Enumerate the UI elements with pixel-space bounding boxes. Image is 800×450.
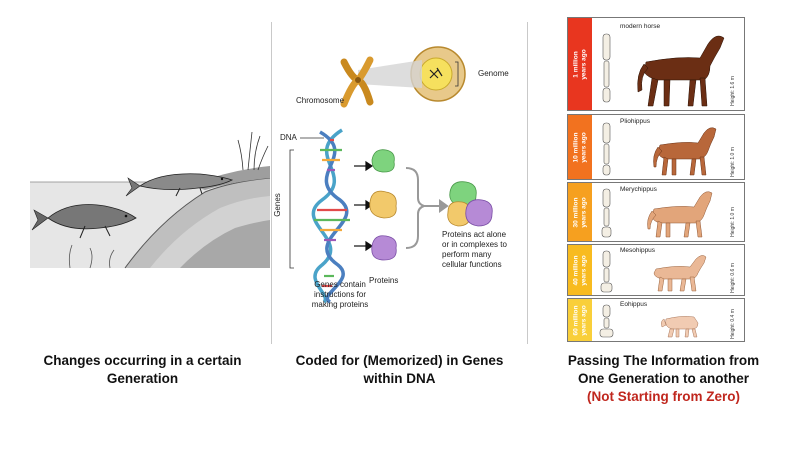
height-line-1: Height:: [730, 323, 737, 339]
leg-bone-icon: [600, 250, 613, 293]
species-label: Mesohippus: [620, 247, 656, 254]
protein-group-bracket: [405, 167, 428, 249]
seaweed: [68, 244, 115, 269]
height-label: Height: 1.0 m: [730, 147, 736, 177]
protein-purple-icon: [371, 235, 397, 261]
leg-bone-icon: [602, 33, 611, 103]
complex-arrow: [424, 199, 449, 213]
right-caption-line-1: Passing The Information from: [567, 353, 760, 368]
dna-diagram: Genome Chromosome DNA Genes Proteins Gen…: [272, 40, 527, 330]
height-line-2: 1.0 m: [730, 147, 737, 160]
left-caption-line-1: Changes occurring in a certain: [43, 353, 242, 368]
chromosome-icon: [340, 56, 374, 108]
middle-caption: Coded for (Memorized) in Genes within DN…: [272, 352, 527, 388]
modern-horse-drawing: [602, 33, 725, 107]
zoom-cone: [358, 60, 422, 88]
horse-silhouette: [661, 316, 699, 338]
label-proteins: Proteins: [369, 276, 399, 285]
height-line-2: 1.0 m: [730, 207, 737, 220]
protein-complex-icon: [447, 181, 493, 227]
reeds: [237, 131, 269, 171]
horse-silhouette: [647, 191, 713, 238]
proteins-note-line-1: Proteins act alone: [442, 230, 507, 239]
proteins-note: Proteins act alone or in complexes to pe…: [442, 230, 526, 270]
height-line-1: Height:: [730, 221, 737, 237]
genes-note-line-3: making proteins: [311, 300, 369, 309]
evolution-fish-illustration: [30, 130, 271, 270]
middle-caption-line-2: within DNA: [363, 371, 436, 386]
leg-bone-icon: [601, 188, 612, 238]
label-genes: Genes: [272, 193, 282, 217]
shore-outline: [124, 177, 271, 269]
left-caption: Changes occurring in a certain Generatio…: [20, 352, 265, 388]
right-caption-line-3: (Not Starting from Zero): [587, 389, 740, 404]
protein-yellow-icon: [369, 190, 397, 219]
height-line-2: 0.6 m: [730, 263, 737, 276]
pliohippus-drawing: [602, 122, 717, 176]
height-label: Height: 1.0 m: [730, 207, 736, 237]
leg-bone-icon: [602, 122, 611, 176]
height-label: Height: 0.6 m: [730, 263, 736, 293]
label-chromosome: Chromosome: [296, 96, 345, 105]
height-line-2: 0.4 m: [730, 309, 737, 322]
merychippus-drawing: [601, 188, 713, 238]
label-dna: DNA: [280, 133, 297, 142]
genes-note-line-1: Genes contain: [314, 280, 366, 289]
shore-layer-3: [180, 220, 270, 268]
mesohippus-drawing: [600, 250, 707, 293]
proteins-note-line-2: or in complexes to: [442, 240, 507, 249]
leg-bone-icon: [599, 304, 614, 338]
height-line-1: Height:: [730, 90, 737, 106]
species-label: modern horse: [620, 23, 661, 30]
protein-green-icon: [371, 149, 395, 173]
left-caption-line-2: Generation: [106, 371, 179, 386]
horse-silhouette: [653, 255, 707, 292]
height-line-1: Height:: [730, 161, 737, 177]
height-label: Height: 1.6 m: [730, 76, 736, 106]
height-label: Height: 0.4 m: [730, 309, 736, 339]
right-caption-line-2: One Generation to another: [577, 371, 750, 386]
genes-note: Genes contain instructions for making pr…: [300, 280, 380, 310]
height-line-1: Height:: [730, 277, 737, 293]
gene-to-protein-arrows: [354, 160, 374, 252]
water-fish: [31, 204, 137, 239]
genes-note-line-2: instructions for: [313, 290, 367, 299]
eohippus-drawing: [599, 304, 699, 338]
proteins-note-line-3: perform many: [442, 250, 492, 259]
right-caption: Passing The Information from One Generat…: [527, 352, 800, 406]
middle-caption-line-1: Coded for (Memorized) in Genes: [295, 353, 504, 368]
shore-fish: [125, 173, 234, 197]
species-label: Merychippus: [620, 186, 657, 193]
fish-scene-svg: [30, 131, 271, 269]
nucleus-icon: [419, 57, 453, 91]
species-label: Pliohippus: [620, 118, 650, 125]
species-label: Eohippus: [620, 301, 648, 308]
genes-bracket: [289, 149, 294, 269]
dna-helix: [311, 128, 350, 304]
horse-silhouette: [653, 127, 717, 176]
divider-left: [271, 22, 272, 344]
dna-diagram-svg: [289, 46, 493, 304]
divider-right: [527, 22, 528, 344]
proteins-note-line-4: cellular functions: [442, 260, 502, 269]
genome-bracket: [455, 61, 459, 87]
label-genome: Genome: [478, 69, 509, 78]
height-line-2: 1.6 m: [730, 76, 737, 89]
horse-silhouette: [637, 35, 725, 107]
chromosomes-in-nucleus-icon: [429, 67, 443, 79]
